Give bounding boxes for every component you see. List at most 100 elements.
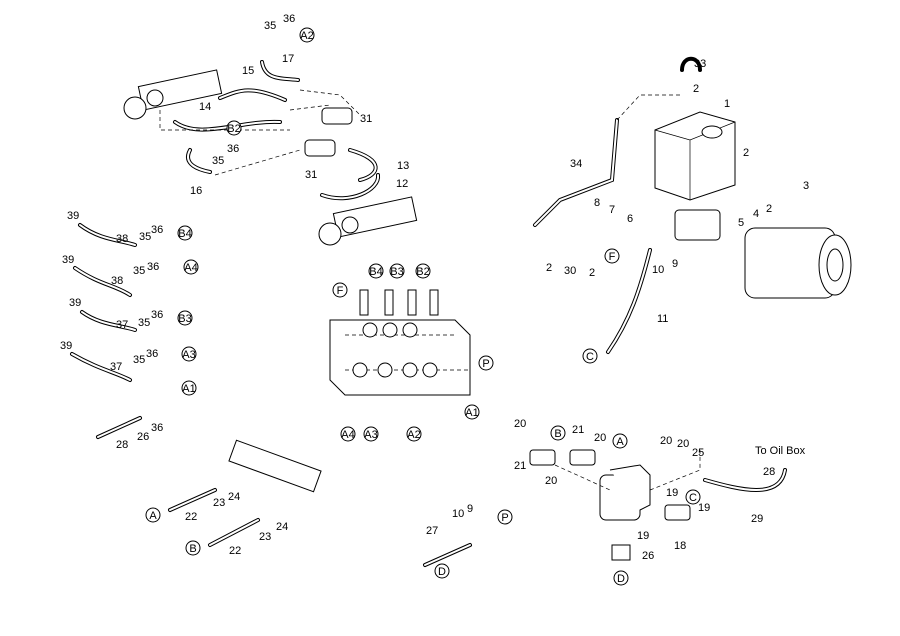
- port-label: B3: [390, 266, 403, 278]
- callout: 8: [594, 197, 600, 209]
- callout: 21: [514, 460, 526, 472]
- port-label: C: [586, 351, 594, 363]
- callout: 28: [763, 466, 775, 478]
- port-label: B2: [227, 123, 240, 135]
- port-label: D: [617, 573, 625, 585]
- port-circle: [181, 380, 197, 396]
- callout: 4: [753, 208, 759, 220]
- port-circle: [582, 348, 598, 364]
- callout: 36: [146, 348, 158, 360]
- port-marker: B: [550, 425, 566, 441]
- port-marker: A4: [183, 259, 199, 275]
- callout: 9: [467, 503, 473, 515]
- callout-labels: 35 36 17 15 14 36 35 16 31 31 13 12 33 2…: [60, 13, 809, 562]
- port-circle: [415, 263, 431, 279]
- port-marker: A3: [181, 346, 197, 362]
- callout: 30: [564, 265, 576, 277]
- callout: 36: [283, 13, 295, 25]
- port-marker: F: [604, 248, 620, 264]
- hoses-top: [159, 60, 380, 201]
- callout: 31: [305, 169, 317, 181]
- port-label: A: [616, 436, 624, 448]
- port-marker: A3: [363, 426, 379, 442]
- callout: 19: [637, 530, 649, 542]
- port-marker: B4: [368, 263, 384, 279]
- port-circle: [226, 120, 242, 136]
- callout: 36: [147, 261, 159, 273]
- port-circle: [550, 425, 566, 441]
- callout: 10: [452, 508, 464, 520]
- port-label: A2: [407, 429, 420, 441]
- callout: 23: [213, 497, 225, 509]
- port-marker: A2: [299, 27, 315, 43]
- port-circle: [497, 509, 513, 525]
- port-marker: D: [613, 570, 629, 586]
- callout: 39: [67, 210, 79, 222]
- callout: 35: [264, 20, 276, 32]
- bottom-left-hoses: [168, 439, 472, 567]
- callout: 38: [116, 233, 128, 245]
- port-label: A1: [182, 383, 195, 395]
- port-marker: C: [685, 489, 701, 505]
- callout: 14: [199, 101, 211, 113]
- port-label: A3: [364, 429, 377, 441]
- callout: 35: [139, 231, 151, 243]
- callout: 20: [545, 475, 557, 487]
- port-marker: B2: [415, 263, 431, 279]
- port-circle: [368, 263, 384, 279]
- port-circle: [340, 426, 356, 442]
- port-label: B4: [178, 228, 191, 240]
- port-label: A4: [184, 262, 197, 274]
- port-marker: B3: [389, 263, 405, 279]
- callout: 36: [151, 309, 163, 321]
- port-circle: [181, 346, 197, 362]
- callout: 20: [514, 418, 526, 430]
- callout: 28: [116, 439, 128, 451]
- callout: 36: [227, 143, 239, 155]
- callout: 2: [766, 203, 772, 215]
- callout: 21: [572, 424, 584, 436]
- callout: 35: [133, 265, 145, 277]
- callout: 26: [642, 550, 654, 562]
- port-label: A4: [341, 429, 354, 441]
- callout: 24: [276, 521, 288, 533]
- port-label: B: [189, 543, 196, 555]
- port-marker: C: [582, 348, 598, 364]
- port-label: A1: [465, 407, 478, 419]
- port-circle: [434, 563, 450, 579]
- callout: 35: [133, 354, 145, 366]
- oil-tank: [533, 56, 736, 354]
- callout: 39: [69, 297, 81, 309]
- port-circle: [177, 310, 193, 326]
- to-oil-box-note: To Oil Box: [755, 445, 806, 457]
- callout: 19: [698, 502, 710, 514]
- callout: 13: [397, 160, 409, 172]
- callout: 26: [137, 431, 149, 443]
- port-circle: [363, 426, 379, 442]
- callout: 2: [546, 262, 552, 274]
- callout: 20: [660, 435, 672, 447]
- pump-motor: [674, 209, 852, 299]
- callout: 22: [229, 545, 241, 557]
- port-circle: [185, 540, 201, 556]
- callout: 2: [743, 147, 749, 159]
- callout: 3: [803, 180, 809, 192]
- callout: 27: [426, 525, 438, 537]
- callout: 10: [652, 264, 664, 276]
- cylinder-right: [318, 196, 418, 246]
- port-marker: A: [145, 507, 161, 523]
- callout: 23: [259, 531, 271, 543]
- port-marker: A1: [464, 404, 480, 420]
- port-circle: [685, 489, 701, 505]
- port-label: F: [337, 285, 344, 297]
- callout: 37: [110, 361, 122, 373]
- callout: 5: [738, 217, 744, 229]
- callout: 36: [151, 422, 163, 434]
- port-circle: [332, 282, 348, 298]
- port-label: B3: [178, 313, 191, 325]
- port-label: F: [609, 251, 616, 263]
- port-marker: B2: [226, 120, 242, 136]
- callout: 37: [116, 319, 128, 331]
